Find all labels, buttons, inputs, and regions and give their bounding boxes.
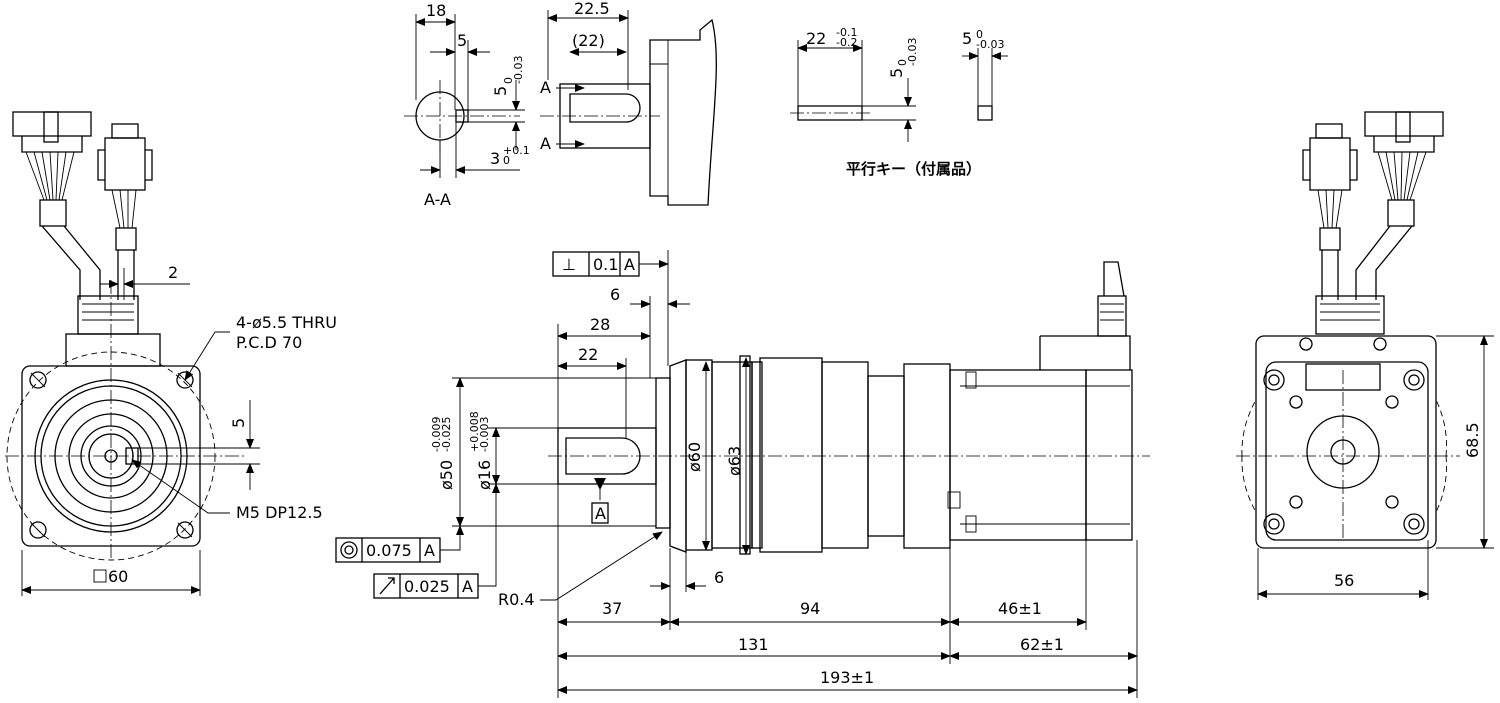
side-keyway — [565, 437, 641, 475]
side-dim-60: ø60 — [685, 442, 704, 472]
square-symbol — [93, 569, 107, 583]
side-dim-193: 193±1 — [820, 668, 874, 687]
section-mark-bottom: A — [540, 134, 551, 153]
key-length-tol-upper: -0.1 — [836, 26, 857, 39]
key-caption: 平行キー（付属品） — [846, 160, 981, 178]
side-dim-131: 131 — [738, 635, 769, 654]
shaft-detail-dim-22-5: 22.5 — [574, 0, 610, 18]
front-tap-note: M5 DP12.5 — [236, 503, 323, 522]
rear-dim-56: 56 — [1334, 571, 1354, 590]
side-shaft-tol: +0.008-0.003 — [468, 411, 491, 452]
section-label: A-A — [424, 190, 451, 209]
runout-value: 0.025 — [404, 577, 450, 596]
side-motor-body — [949, 369, 1087, 541]
section-dim-key-width: 5 — [491, 86, 510, 96]
datum-a: A — [591, 478, 609, 524]
side-pilot-tol: -0.009-0.025 — [430, 417, 453, 452]
side-dim-28: 28 — [590, 315, 610, 334]
key-end — [977, 105, 993, 121]
shaft-detail-keyway — [569, 93, 641, 123]
perpendicularity-frame: ⊥ 0.1 A — [552, 251, 669, 277]
front-dim-2: 2 — [168, 263, 178, 282]
side-dim-pilot: ø50 — [437, 460, 456, 490]
side-dim-gap-6: 6 — [714, 568, 724, 587]
concentricity-datum: A — [424, 541, 435, 560]
parallel-key: 22 -0.1 -0.2 5 0-0.03 5 0-0.03 平行キー（付属品） — [790, 26, 1008, 178]
side-dim-37: 37 — [602, 599, 622, 618]
side-cable — [1103, 261, 1125, 297]
side-motor-rear — [1085, 369, 1133, 541]
front-dim-5: 5 — [229, 418, 248, 428]
front-view: 2 5 4-ø5.5 THRU P.C.D 70 M5 DP12.5 60 — [5, 111, 337, 596]
front-connector-small — [97, 123, 153, 300]
perp-symbol: ⊥ — [562, 255, 576, 274]
front-mounting-holes — [29, 371, 194, 539]
concentricity-icon — [340, 541, 358, 559]
key-height-tol: 0-0.03 — [896, 38, 919, 66]
concentricity-value: 0.075 — [366, 541, 412, 560]
rear-view: 68.5 56 — [1236, 111, 1494, 600]
perp-datum: A — [624, 255, 635, 274]
shaft-detail-dim-22: (22) — [572, 31, 605, 50]
key-length-tol-lower: -0.2 — [836, 36, 857, 49]
datum-label: A — [595, 504, 606, 523]
side-dim-shaft: ø16 — [475, 460, 494, 490]
section-dim-18: 18 — [426, 1, 446, 20]
rear-connector-small — [1302, 123, 1358, 300]
rear-dim-68-5: 68.5 — [1463, 422, 1482, 458]
front-connector-large — [12, 111, 101, 300]
runout-frame: 0.025 A — [373, 483, 500, 599]
side-dim-22: 22 — [578, 345, 598, 364]
concentricity-frame: 0.075 A — [335, 525, 464, 563]
radius-note: R0.4 — [498, 590, 535, 609]
side-dim-46: 46±1 — [998, 599, 1042, 618]
front-top-box — [65, 333, 161, 367]
key-dim-width: 5 — [962, 29, 972, 48]
side-view: ø60 ø63 ø50 -0.009-0.025 ø16 +0.008-0.00… — [335, 250, 1150, 698]
rear-label-plate — [1305, 363, 1381, 391]
perp-value: 0.1 — [593, 255, 618, 274]
side-dim-63: ø63 — [725, 446, 744, 476]
side-dim-flange-gap: 6 — [610, 285, 620, 304]
front-cable-gland — [77, 295, 139, 335]
side-dim-62: 62±1 — [1020, 635, 1064, 654]
rear-screws — [1263, 337, 1425, 535]
side-flange — [655, 377, 671, 529]
side-connector-box — [1039, 335, 1131, 370]
section-dim-5: 5 — [457, 31, 467, 50]
rear-housing — [1255, 335, 1437, 549]
key-dim-height: 5 — [887, 68, 906, 78]
section-mark-top: A — [540, 78, 551, 97]
key-width-tol: 0-0.03 — [976, 28, 1004, 51]
runout-icon — [379, 577, 395, 595]
rear-connector-large — [1355, 111, 1444, 300]
front-pcd-note: P.C.D 70 — [236, 333, 302, 352]
section-key-width-tol: 0-0.03 — [502, 56, 525, 84]
front-square-size: 60 — [108, 567, 128, 586]
front-hole-note: 4-ø5.5 THRU — [236, 313, 337, 332]
shaft-detail: 22.5 (22) A A — [540, 0, 717, 206]
runout-datum: A — [462, 577, 473, 596]
key-dim-22: 22 — [806, 29, 826, 48]
section-dim-3: 3 — [490, 149, 500, 168]
side-dim-94: 94 — [800, 599, 820, 618]
shaft-detail-flange — [649, 18, 717, 206]
